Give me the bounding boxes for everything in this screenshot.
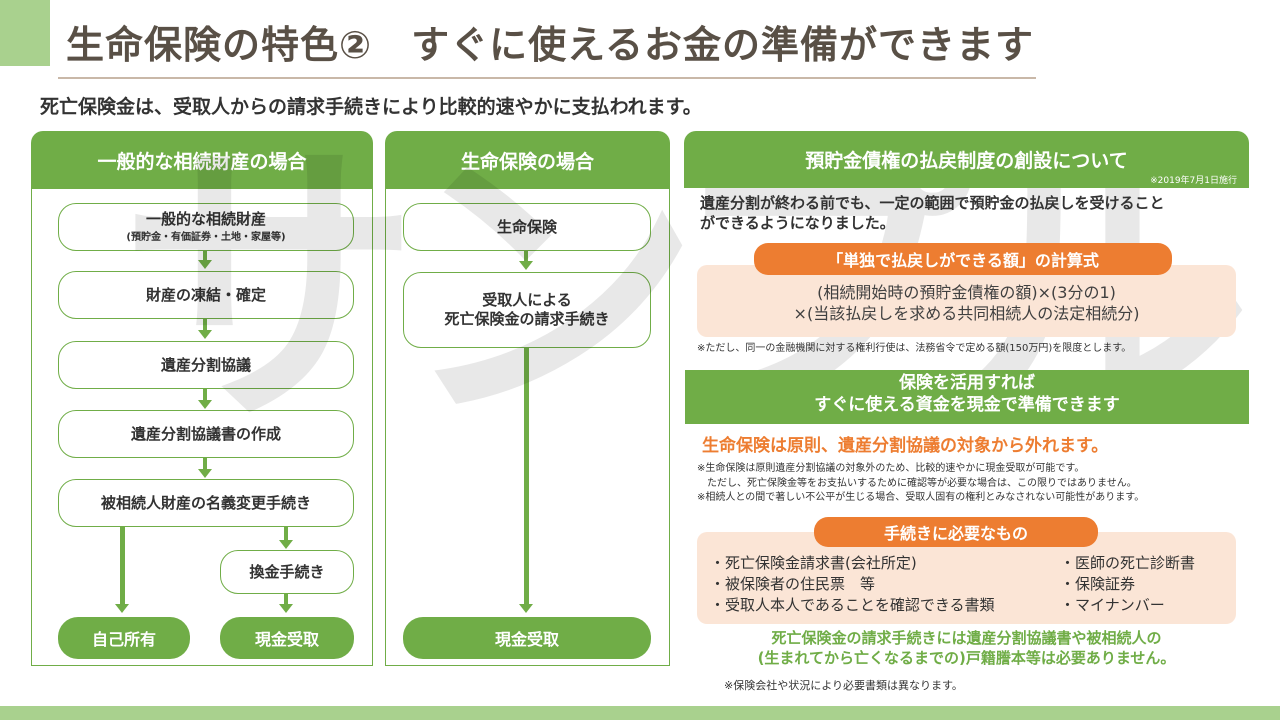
step-division-consultation: 遺産分割協議 bbox=[58, 341, 354, 389]
insurance-note: ※相続人との間で著しい不公平が生じる場合、受取人固有の権利とみなされない可能性が… bbox=[697, 492, 1145, 503]
insurance-note: ただし、死亡保険金等をお支払いするために確認等が必要な場合は、この限りではありま… bbox=[697, 477, 1137, 489]
connector bbox=[203, 389, 207, 400]
arrow-icon bbox=[198, 260, 212, 269]
doc-item: ・保険証券 bbox=[1060, 575, 1136, 593]
closing-statement: 死亡保険金の請求手続きには遺産分割協議書や被相続人の (生まれてから亡くなるまで… bbox=[684, 628, 1249, 669]
step-sublabel: (預貯金・有価証券・土地・家屋等) bbox=[126, 231, 286, 243]
formula-text: (相続開始時の預貯金債権の額)×(3分の1) ×(当該払戻しを求める共同相続人の… bbox=[697, 283, 1236, 325]
final-self-owned: 自己所有 bbox=[58, 617, 190, 659]
enforcement-date-note: ※2019年7月1日施行 bbox=[1150, 176, 1237, 186]
step-beneficiary-claim: 受取人による 死亡保険金の請求手続き bbox=[403, 272, 651, 348]
insurance-note: ※生命保険は原則遺産分割協議の対象外のため、比較的速やかに現金受取が可能です。 bbox=[697, 463, 1085, 474]
right-panel-header: 預貯金債権の払戻制度の創設について ※2019年7月1日施行 bbox=[684, 131, 1249, 188]
formula-line2: ×(当該払戻しを求める共同相続人の法定相続分) bbox=[793, 303, 1140, 323]
insurance-highlight: 生命保険は原則、遺産分割協議の対象から外れます。 bbox=[702, 436, 1109, 456]
connector bbox=[203, 458, 207, 469]
arrow-icon bbox=[115, 604, 129, 613]
step-label-line2: 死亡保険金の請求手続き bbox=[444, 310, 610, 328]
doc-item: ・医師の死亡診断書 bbox=[1060, 554, 1196, 572]
required-docs-pill: 手続きに必要なもの bbox=[814, 517, 1098, 547]
final-cash-receipt: 現金受取 bbox=[220, 617, 354, 659]
required-docs-right: ・医師の死亡診断書 ・保険証券 ・マイナンバー bbox=[1060, 553, 1195, 616]
doc-item: ・マイナンバー bbox=[1060, 596, 1165, 614]
closing-note: ※保険会社や状況により必要書類は異なります。 bbox=[724, 679, 963, 692]
step-label: 財産の凍結・確定 bbox=[145, 285, 266, 304]
arrow-icon bbox=[198, 330, 212, 339]
doc-item: ・死亡保険金請求書(会社所定) bbox=[710, 554, 917, 572]
deposit-intro-line2: ができるようになりました。 bbox=[700, 214, 895, 233]
deposit-intro: 遺産分割が終わる前でも、一定の範囲で預貯金の払戻しを受けること ができるようにな… bbox=[700, 193, 1165, 234]
deposit-intro-line1: 遺産分割が終わる前でも、一定の範囲で預貯金の払戻しを受けること bbox=[700, 194, 1165, 212]
doc-item: ・受取人本人であることを確認できる書類 bbox=[710, 596, 995, 614]
arrow-icon bbox=[198, 469, 212, 478]
step-label: 受取人による bbox=[482, 291, 572, 310]
footer-bar bbox=[0, 706, 1280, 720]
formula-line1: (相続開始時の預貯金債権の額)×(3分の1) bbox=[817, 283, 1116, 302]
closing-line1: 死亡保険金の請求手続きには遺産分割協議書や被相続人の bbox=[771, 629, 1162, 647]
lead-text: 死亡保険金は、受取人からの請求手続きにより比較的速やかに支払われます。 bbox=[40, 96, 702, 118]
step-label: 遺産分割協議書の作成 bbox=[130, 424, 281, 443]
arrow-icon bbox=[519, 261, 533, 270]
connector bbox=[284, 527, 288, 541]
step-freeze-assets: 財産の凍結・確定 bbox=[58, 271, 354, 319]
doc-item: ・被保険者の住民票 等 bbox=[710, 575, 876, 593]
connector bbox=[524, 348, 529, 604]
step-life-insurance: 生命保険 bbox=[403, 203, 651, 251]
final-cash-receipt-insurance: 現金受取 bbox=[403, 617, 651, 659]
formula-note: ※ただし、同一の金融機関に対する権利行使は、法務省令で定める額(150万円)を限… bbox=[697, 343, 1132, 354]
connector bbox=[120, 527, 125, 604]
required-docs-left: ・死亡保険金請求書(会社所定) ・被保険者の住民票 等 ・受取人本人であることを… bbox=[710, 553, 995, 616]
step-label: 遺産分割協議 bbox=[160, 355, 251, 374]
left-column-body bbox=[31, 189, 373, 666]
step-label: 被相続人財産の名義変更手続き bbox=[100, 493, 311, 512]
right-panel-title: 預貯金債権の払戻制度の創設について bbox=[805, 150, 1128, 172]
insurance-header-line1: 保険を活用すれば bbox=[899, 373, 1035, 393]
step-label: 生命保険 bbox=[496, 217, 557, 236]
step-label: 換金手続き bbox=[249, 562, 325, 581]
connector bbox=[284, 594, 288, 604]
step-name-change: 被相続人財産の名義変更手続き bbox=[58, 479, 354, 527]
step-cash-conversion: 換金手続き bbox=[220, 550, 354, 594]
closing-line2: (生まれてから亡くなるまでの)戸籍謄本等は必要ありません。 bbox=[757, 649, 1176, 668]
title-divider bbox=[58, 77, 1036, 79]
step-label: 一般的な相続財産 bbox=[145, 209, 266, 228]
insurance-header: 保険を活用すれば すぐに使える資金を現金で準備できます bbox=[685, 370, 1249, 424]
connector bbox=[524, 251, 528, 261]
insurance-notes: ※生命保険は原則遺産分割協議の対象外のため、比較的速やかに現金受取が可能です。 … bbox=[697, 462, 1144, 506]
formula-box bbox=[697, 265, 1236, 337]
formula-pill: 「単独で払戻しができる額」の計算式 bbox=[754, 243, 1172, 275]
title-accent-bar bbox=[0, 0, 50, 66]
middle-column-header: 生命保険の場合 bbox=[385, 131, 670, 189]
step-division-document: 遺産分割協議書の作成 bbox=[58, 410, 354, 458]
connector bbox=[203, 251, 207, 260]
page-title: 生命保険の特色② すぐに使えるお金の準備ができます bbox=[66, 23, 1035, 67]
connector bbox=[203, 319, 207, 330]
left-column-header: 一般的な相続財産の場合 bbox=[31, 131, 373, 189]
arrow-icon bbox=[519, 604, 533, 613]
step-general-assets: 一般的な相続財産 (預貯金・有価証券・土地・家屋等) bbox=[58, 203, 354, 251]
required-docs-box bbox=[697, 532, 1236, 624]
arrow-icon bbox=[279, 540, 293, 549]
arrow-icon bbox=[198, 400, 212, 409]
arrow-icon bbox=[279, 604, 293, 613]
insurance-header-line2: すぐに使える資金を現金で準備できます bbox=[814, 395, 1120, 416]
middle-column-body bbox=[385, 189, 670, 666]
